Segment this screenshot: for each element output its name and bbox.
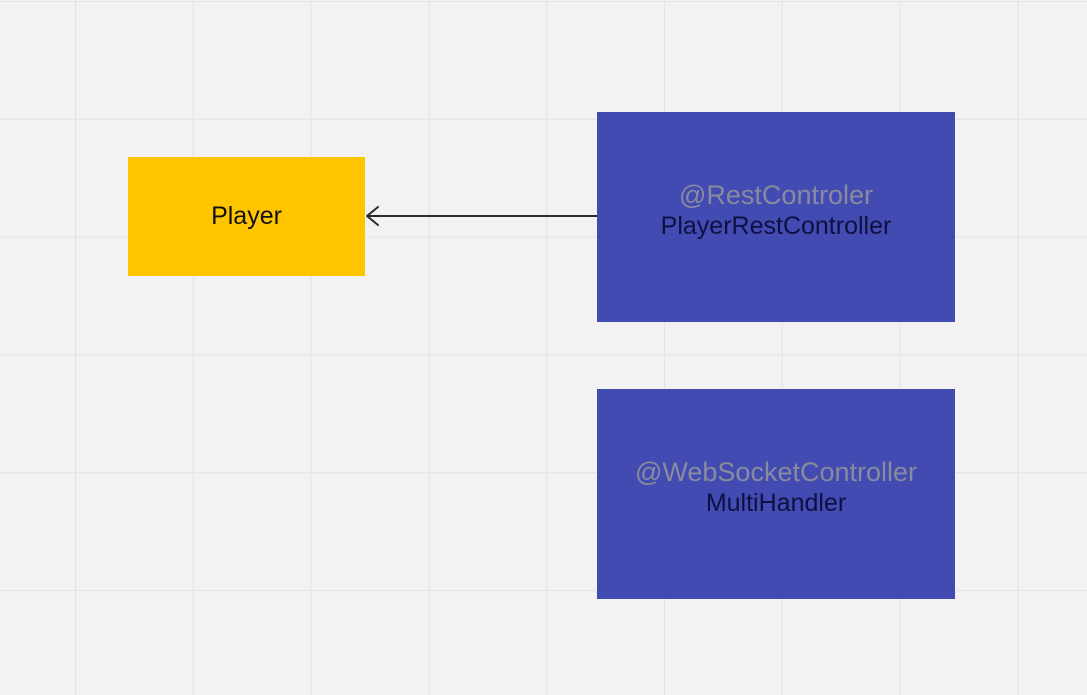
rest-controller-annotation: @RestControler [679, 180, 873, 210]
rest-controller-name: PlayerRestController [660, 212, 892, 240]
player-label: Player [211, 202, 282, 230]
player-rest-controller-node[interactable]: @RestControler PlayerRestController [597, 112, 955, 322]
websocket-controller-name: MultiHandler [705, 489, 847, 517]
player-node[interactable]: Player [128, 157, 365, 276]
open-arrowhead-icon [366, 206, 379, 226]
multi-handler-node[interactable]: @WebSocketController MultiHandler [597, 389, 955, 599]
websocket-controller-annotation: @WebSocketController [634, 457, 918, 487]
